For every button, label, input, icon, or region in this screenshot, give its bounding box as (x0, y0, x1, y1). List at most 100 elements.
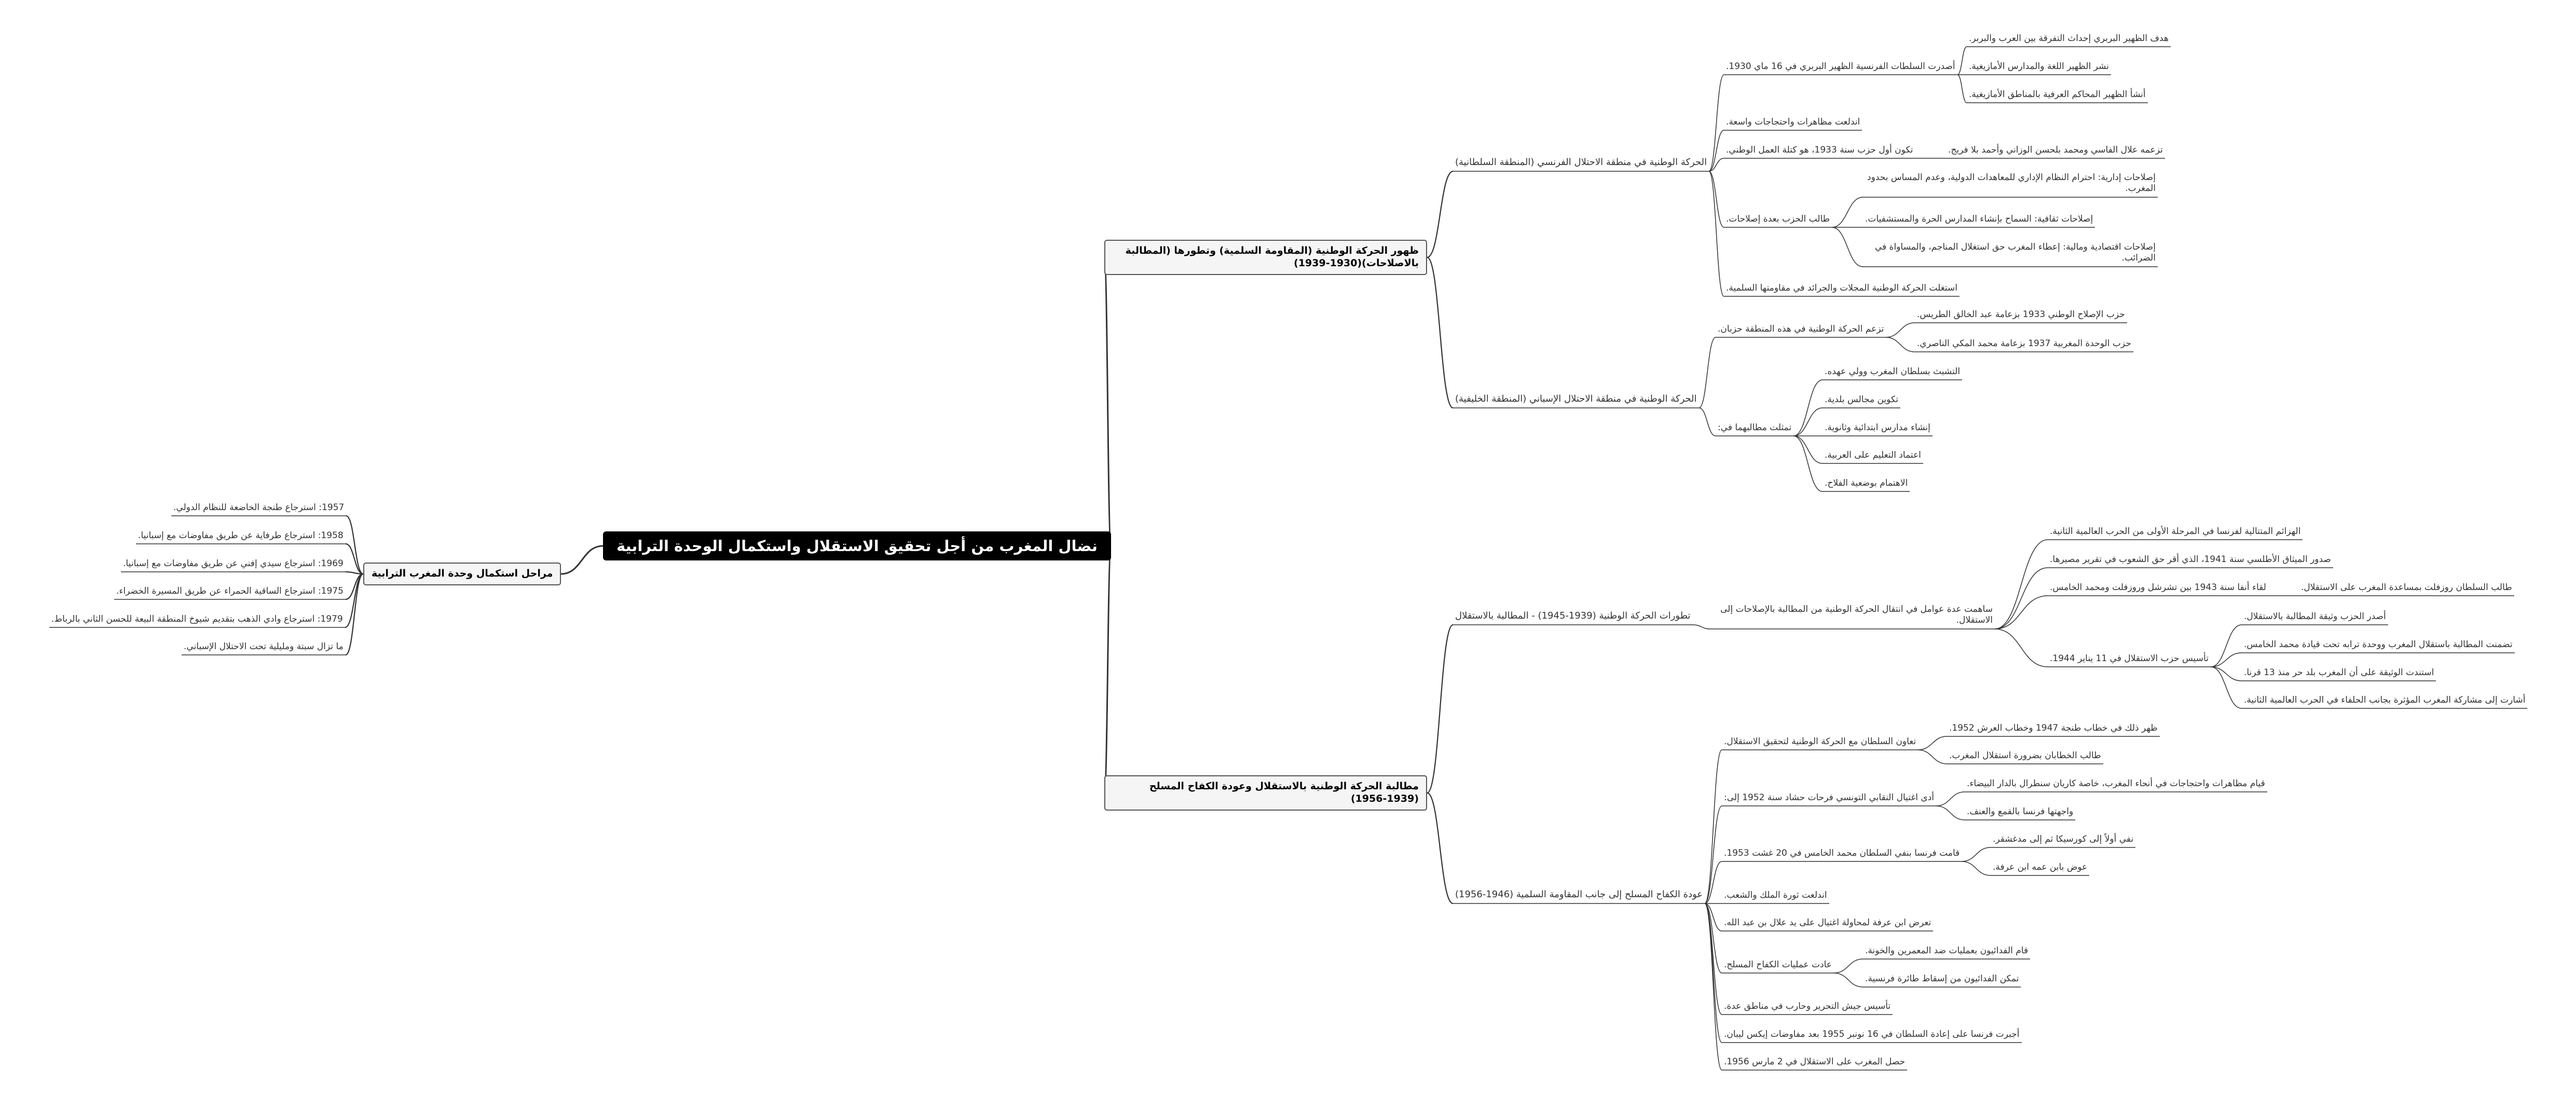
topic-independence-demand[interactable]: مطالبة الحركة الوطنية بالاستقلال وعودة ا… (1104, 775, 1427, 811)
connector (1994, 539, 2048, 629)
node-hached-assassination[interactable]: أدى اغتيال النقابي التونسي فرحات حشاد سن… (1724, 792, 1935, 803)
node-anfa-meeting[interactable]: لقاء أنفا سنة 1943 بين تشرشل وروزفلت ومح… (2050, 582, 2266, 593)
list-item[interactable]: التشبث بسلطان المغرب وولي عهده. (1825, 366, 1961, 377)
connector (1833, 972, 1864, 988)
list-item[interactable]: قام الفدائيون بعمليات ضد المعمرين والخون… (1865, 946, 2029, 956)
node-reforms[interactable]: طالب الحزب بعدة إصلاحات. (1726, 214, 1830, 224)
node-two-parties[interactable]: تزعم الحركة الوطنية في هذه المنطقة حزبان… (1718, 324, 1884, 334)
connector (1957, 46, 1967, 75)
node-istiqlal-party[interactable]: تأسيس حزب الاستقلال في 11 يناير 1944. (2050, 653, 2209, 664)
connector (1704, 903, 1722, 1015)
connector (345, 573, 364, 656)
list-item[interactable]: استندت الوثيقة على أن المغرب بلد حر منذ … (2244, 667, 2434, 678)
connector (2210, 624, 2242, 667)
node-independence[interactable]: حصل المغرب على الاستقلال في 2 مارس 1956. (1724, 1057, 1906, 1067)
list-item[interactable]: أصدر الحزب وثيقة المطالبة بالاستقلال. (2244, 611, 2386, 622)
connector (1427, 624, 1454, 794)
topic-national-movement-emergence[interactable]: ظهور الحركة الوطنية (المقاومة السلمية) و… (1104, 240, 1427, 275)
connector (1427, 256, 1454, 409)
list-item[interactable]: 1958: استرجاع طرفاية عن طريق مفاوضات مع … (138, 530, 344, 541)
connector (1961, 847, 1991, 862)
node-factors[interactable]: ساهمت عدة عوامل في انتقال الحركة الوطنية… (1720, 604, 1993, 626)
list-item[interactable]: 1957: استرجاع طنجة الخاضعة للنظام الدولي… (173, 502, 345, 513)
connector (1427, 792, 1454, 905)
list-item[interactable]: عوض بابن عمه ابن عرفة. (1993, 862, 2088, 872)
connector (1708, 171, 1724, 228)
list-item[interactable]: 1975: استرجاع الساقية الحمراء عن طريق ال… (116, 586, 344, 596)
list-item[interactable]: هدف الظهير البربري إحداث التفرقة بين الع… (1969, 33, 2169, 44)
list-item[interactable]: طالب الخطابان بضرورة استقلال المغرب. (1949, 750, 2101, 761)
connector (1708, 74, 1724, 172)
connector (1427, 170, 1454, 258)
list-item[interactable]: أنشأ الظهير المحاكم العرفية بالمناطق الأ… (1969, 89, 2146, 100)
connector (1994, 628, 2048, 667)
node-assassination-attempt[interactable]: تعرض ابن عرفة لمحاولة اغتيال على يد علال… (1724, 917, 1931, 928)
list-item[interactable]: ما تزال سبتة ومليلية تحت الاحتلال الإسبا… (184, 641, 344, 652)
list-item[interactable]: إصلاحات إدارية: احترام النظام الإداري لل… (1867, 172, 2156, 194)
list-item[interactable]: واجهتها فرنسا بالقمع والعنف. (1967, 806, 2074, 817)
subtopic-armed-struggle[interactable]: عودة الكفاح المسلح إلى جانب المقاومة الس… (1455, 889, 1703, 900)
node-demands[interactable]: تمثلت مطالبهما في: (1718, 422, 1792, 433)
list-item[interactable]: الاهتمام بوضعية الفلاح. (1825, 478, 1908, 488)
connector (1917, 736, 1948, 750)
list-item[interactable]: حزب الوحدة المغربية 1937 بزعامة محمد الم… (1917, 338, 2131, 349)
node-revolution[interactable]: اندلعت ثورة الملك والشعب. (1724, 890, 1827, 900)
subtopic-french-zone[interactable]: الحركة الوطنية في منطقة الاحتلال الفرنسي… (1455, 157, 1707, 168)
connector (560, 545, 604, 575)
list-item[interactable]: حزب الإصلاح الوطني 1933 بزعامة عبد الخال… (1917, 309, 2125, 320)
connector (2210, 652, 2242, 667)
list-item[interactable]: أشارت إلى مشاركة المغرب المؤثرة بجانب ال… (2244, 695, 2526, 705)
connector (1885, 322, 1915, 338)
list-item[interactable]: تضمنت المطالبة باستقلال المغرب ووحدة ترا… (2244, 639, 2513, 650)
connector (1698, 407, 1716, 436)
node-armed-operations[interactable]: عادت عمليات الكفاح المسلح. (1724, 960, 1832, 970)
list-item[interactable]: الهزائم المتتالية لفرنسا في المرحلة الأو… (2050, 526, 2301, 537)
list-item[interactable]: اعتماد التعليم على العربية. (1825, 450, 1921, 460)
connector (1994, 567, 2048, 629)
subtopic-developments[interactable]: تطورات الحركة الوطنية (1939-1945) - المط… (1455, 610, 1691, 621)
connector (1831, 227, 1864, 267)
connector (1698, 337, 1716, 408)
connector (1692, 624, 1711, 629)
connector (1833, 958, 1864, 974)
connector (1957, 74, 1967, 103)
node-protests[interactable]: اندلعت مظاهرات واحتجاجات واسعة. (1726, 117, 1860, 127)
list-item[interactable]: طالب السلطان روزفلت بمساعدة المغرب على ا… (2301, 582, 2512, 593)
list-item[interactable]: إنشاء مدارس ابتدائية وثانوية. (1825, 422, 1930, 433)
node-sultan-cooperation[interactable]: تعاون السلطان مع الحركة الوطنية لتحقيق ا… (1724, 736, 1916, 747)
central-topic[interactable]: نضال المغرب من أجل تحقيق الاستقلال واستك… (603, 531, 1111, 561)
node-press[interactable]: استغلت الحركة الوطنية المجلات والجرائد ف… (1726, 283, 1958, 293)
connector (1917, 749, 1948, 764)
list-item[interactable]: ظهر ذلك في خطاب طنجة 1947 وخطاب العرش 19… (1949, 723, 2158, 733)
connector (1103, 545, 1112, 794)
connector (1994, 595, 2048, 629)
list-item[interactable]: إصلاحات ثقافية: السماح بإنشاء المدارس ال… (1865, 214, 2093, 224)
topic-territorial-unity[interactable]: مراحل استكمال وحدة المغرب الترابية (363, 563, 561, 585)
node-liberation-army[interactable]: تأسيس جيش التحرير وحارب في مناطق عدة. (1724, 1001, 1891, 1011)
list-item[interactable]: صدور الميثاق الأطلسي سنة 1941، الذي أقر … (2050, 554, 2331, 565)
connector (2210, 666, 2242, 709)
connector (1793, 379, 1823, 436)
list-item[interactable]: قيام مظاهرات واحتجاجات في أنحاء المغرب، … (1967, 778, 2265, 789)
connector (1704, 903, 1722, 974)
connector (1708, 158, 1724, 172)
node-berber-dahir[interactable]: أصدرت السلطات الفرنسية الظهير البربري في… (1726, 61, 1955, 72)
list-item[interactable]: 1979: استرجاع وادي الذهب بتقديم شيوخ الم… (51, 614, 343, 624)
list-item[interactable]: تكوين مجالس بلدية. (1825, 394, 1899, 405)
list-item[interactable]: تمكن الفدائيون من إسقاط طائرة فرنسية. (1865, 974, 2019, 984)
node-sultan-return[interactable]: أجبرت فرنسا على إعادة السلطان في 16 نونب… (1724, 1029, 2020, 1039)
node-first-party[interactable]: تكون أول حزب سنة 1933، هو كتلة العمل الو… (1726, 145, 1913, 155)
connector (1936, 805, 1965, 820)
list-item[interactable]: نشر الظهير اللغة والمدارس الأمازيغية. (1969, 61, 2109, 72)
list-item[interactable]: تزعمه علال الفاسي ومحمد بلحسن الوزاني وأ… (1948, 145, 2163, 155)
list-item[interactable]: إصلاحات اقتصادية ومالية: إعطاء المغرب حق… (1874, 242, 2156, 264)
connector (1708, 130, 1724, 172)
connector (1704, 861, 1722, 904)
connector (1704, 903, 1722, 1071)
list-item[interactable]: نفي أولاً إلى كورسيكا ثم إلى مدغشقر. (1993, 834, 2134, 844)
connector (1704, 749, 1722, 904)
node-sultan-exile[interactable]: قامت فرنسا بنفي السلطان محمد الخامس في 2… (1724, 848, 1960, 858)
subtopic-spanish-zone[interactable]: الحركة الوطنية في منطقة الاحتلال الإسبان… (1455, 393, 1697, 404)
list-item[interactable]: 1969: استرجاع سيدي إفني عن طريق مفاوضات … (123, 558, 344, 569)
